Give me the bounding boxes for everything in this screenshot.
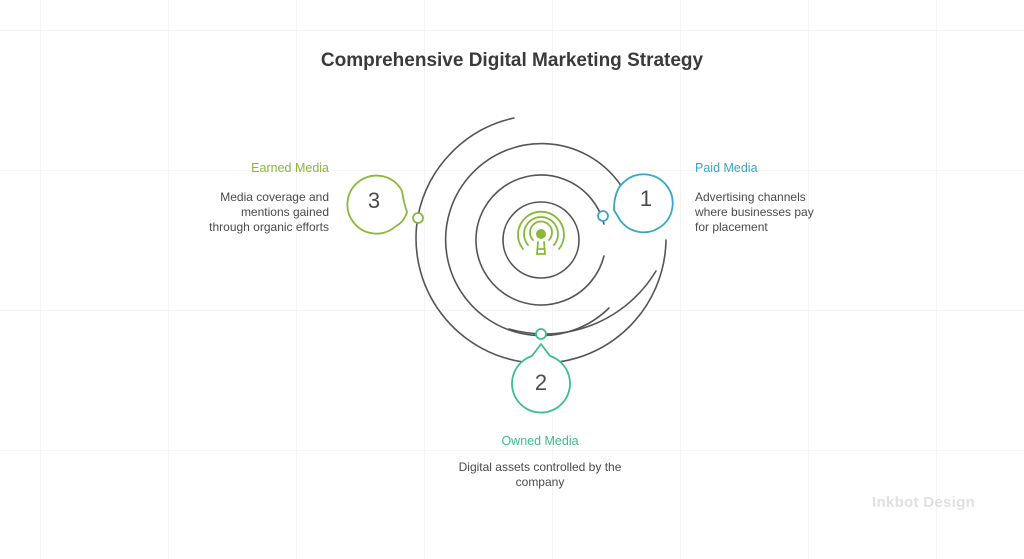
owned-media-label: Owned Media <box>501 434 579 448</box>
ring-4-arc-top <box>417 117 515 217</box>
marker-3[interactable]: 3 <box>346 174 424 235</box>
marker-1-number: 1 <box>640 186 652 211</box>
inner-ring <box>502 201 580 279</box>
marker-1[interactable]: 1 <box>597 173 674 234</box>
marker-2-number: 2 <box>535 370 547 395</box>
marker-3-number: 3 <box>368 188 380 213</box>
marker-2[interactable]: 2 <box>511 328 571 414</box>
owned-media-description: Digital assets controlled by the company <box>458 460 622 489</box>
paid-media-description: Advertising channels where businesses pa… <box>695 190 814 234</box>
paid-media-label: Paid Media <box>695 161 758 175</box>
diagram-title: Comprehensive Digital Marketing Strategy <box>320 50 704 71</box>
ring-5-arc <box>508 270 657 335</box>
ring-3-arc <box>444 142 637 337</box>
ring-2-arc <box>475 174 605 306</box>
watermark-logo: Inkbot Design <box>872 494 976 511</box>
signal-broadcast-icon <box>517 210 565 255</box>
earned-media-description: Media coverage and mentions gained throu… <box>209 190 329 234</box>
earned-media-label: Earned Media <box>251 161 329 175</box>
